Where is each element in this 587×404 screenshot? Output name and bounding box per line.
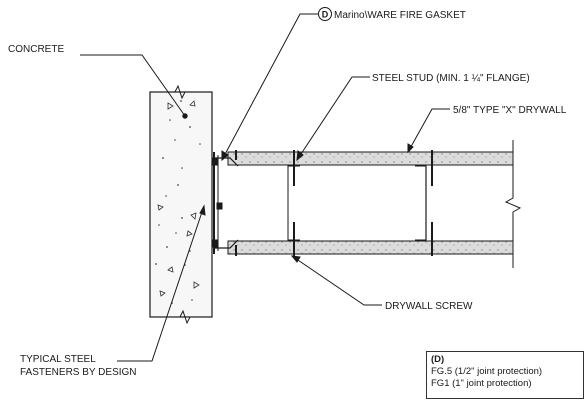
- steel-stud: [287, 165, 427, 241]
- drywall-top: [227, 151, 514, 166]
- fasteners-label-line2: FASTENERS BY DESIGN: [20, 367, 137, 378]
- legend-line-fg5: FG.5 (1/2" joint protection): [431, 366, 543, 377]
- fasteners-label-line1: TYPICAL STEEL: [20, 354, 96, 365]
- gasket-tag-letter: D: [322, 10, 329, 20]
- gasket-tag: D: [318, 7, 332, 21]
- drywall-screws: [235, 150, 433, 256]
- concrete-label: CONCRETE: [8, 44, 64, 55]
- fire-gasket-track: [211, 152, 239, 254]
- leader-lines: [80, 13, 450, 362]
- gasket-legend: (D) FG.5 (1/2" joint protection) FG1 (1"…: [426, 351, 584, 399]
- drywall-screw-label: DRYWALL SCREW: [385, 301, 473, 312]
- legend-line-fg1: FG1 (1" joint protection): [431, 378, 532, 389]
- steel-stud-label: STEEL STUD (MIN. 1 ¼" FLANGE): [372, 72, 530, 84]
- fire-gasket-label: Marino\WARE FIRE GASKET: [334, 10, 466, 21]
- break-line-right: [504, 140, 522, 268]
- legend-title: (D): [431, 354, 445, 365]
- concrete-wall: [149, 84, 213, 325]
- drywall-bottom: [227, 240, 514, 255]
- drywall-label: 5/8" TYPE "X" DRYWALL: [453, 105, 567, 116]
